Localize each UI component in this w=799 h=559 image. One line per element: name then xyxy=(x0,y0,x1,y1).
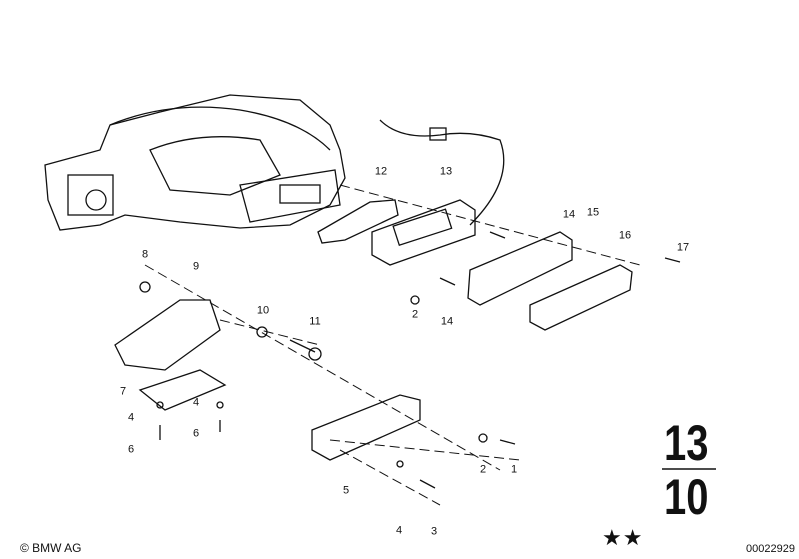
callout-6: 6 xyxy=(127,443,135,456)
callout-16: 16 xyxy=(618,229,632,242)
group-sub-number: 10 xyxy=(664,469,709,525)
gasket xyxy=(317,199,399,244)
callout-15: 15 xyxy=(586,206,600,219)
callout-5: 5 xyxy=(342,484,350,497)
callout-13: 13 xyxy=(439,165,453,178)
callout-4b: 4 xyxy=(192,396,200,409)
callout-11: 11 xyxy=(309,315,321,328)
callout-2: 2 xyxy=(411,308,419,321)
document-number: 00022929 xyxy=(746,543,795,555)
callout-14: 14 xyxy=(562,208,576,221)
callout-2b: 2 xyxy=(479,463,487,476)
carburetor-body xyxy=(44,94,346,231)
callout-7: 7 xyxy=(119,385,127,398)
connector xyxy=(429,127,447,141)
copyright: © BMW AG xyxy=(20,541,82,555)
group-main-number: 13 xyxy=(664,415,709,471)
cover-plate xyxy=(529,264,633,331)
callout-8: 8 xyxy=(141,248,149,261)
bracket xyxy=(114,299,221,371)
callout-3: 3 xyxy=(430,525,438,538)
alignment-lines xyxy=(144,184,641,506)
lower-cover xyxy=(311,394,421,461)
fasteners xyxy=(139,231,681,489)
callout-4c: 4 xyxy=(395,524,403,537)
callout-14b: 14 xyxy=(440,315,454,328)
wire-harness xyxy=(379,119,505,226)
callout-10: 10 xyxy=(256,304,270,317)
callout-4: 4 xyxy=(127,411,135,424)
plate xyxy=(138,369,227,411)
housing-cover xyxy=(371,199,476,266)
rating-stars: ★★ xyxy=(602,525,644,550)
callout-12: 12 xyxy=(374,165,388,178)
callout-6b: 6 xyxy=(192,427,200,440)
callout-1: 1 xyxy=(510,463,518,476)
callout-9: 9 xyxy=(192,260,200,273)
callout-17: 17 xyxy=(676,241,690,254)
gasket-15 xyxy=(467,231,573,306)
